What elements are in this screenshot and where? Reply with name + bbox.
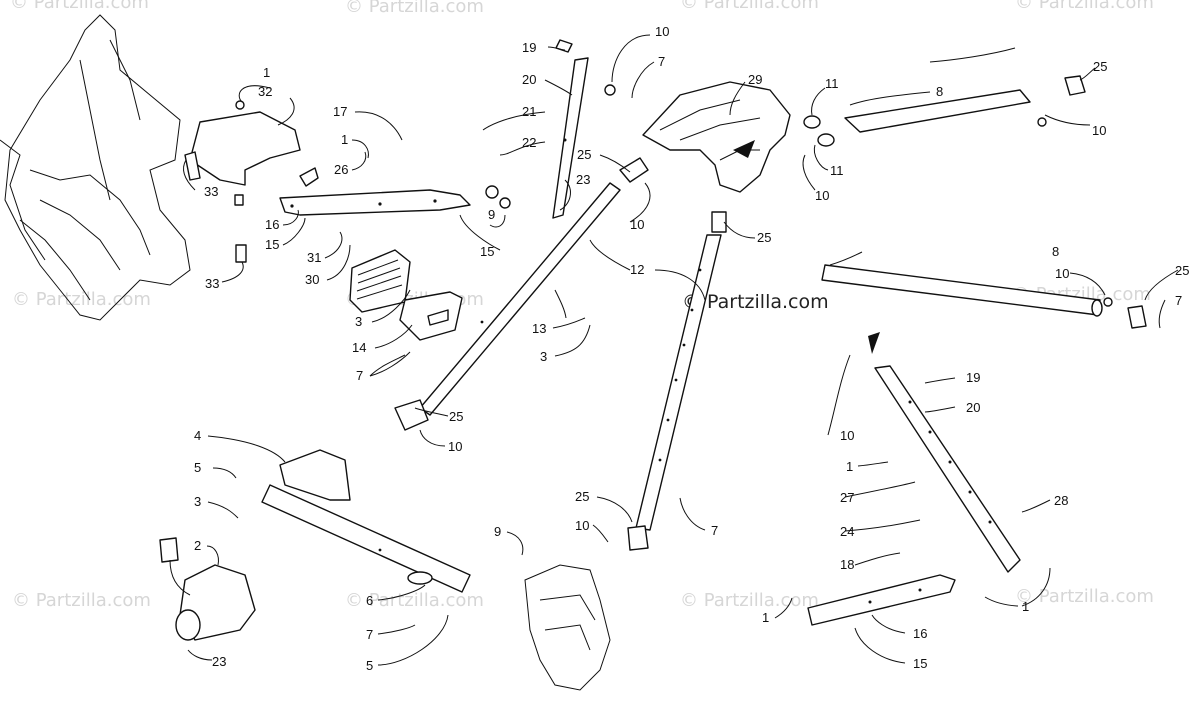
callout-number: 20 <box>966 400 980 415</box>
callout-number: 30 <box>305 272 319 287</box>
leader-lines <box>182 34 1179 666</box>
callout-number: 7 <box>711 523 718 538</box>
steering-column-main <box>627 211 727 551</box>
callout-number: 20 <box>522 72 536 87</box>
steering-column-tube <box>394 157 649 431</box>
callout-number: 3 <box>355 314 362 329</box>
callout-number: 10 <box>1092 123 1106 138</box>
callout-number: 3 <box>540 349 547 364</box>
watermark: © Partzilla.com <box>680 0 819 13</box>
watermark: © Partzilla.com <box>12 590 151 611</box>
watermark: © Partzilla.com <box>345 590 484 611</box>
callout-number: 22 <box>522 135 536 150</box>
callout-number: 3 <box>194 494 201 509</box>
callout-number: 10 <box>448 439 462 454</box>
callout-number: 19 <box>522 40 536 55</box>
lower-mount-bar <box>807 574 956 626</box>
pivot-housing <box>642 81 791 193</box>
callout-number: 29 <box>748 72 762 87</box>
fuse-block <box>349 249 463 341</box>
watermark: © Partzilla.com <box>1015 0 1154 13</box>
watermark: © Partzilla.com <box>345 0 484 17</box>
callout-number: 11 <box>825 76 839 91</box>
callout-number: 14 <box>352 340 366 355</box>
callout-number: 21 <box>522 104 536 119</box>
callout-number: 7 <box>1175 293 1182 308</box>
callout-number: 1 <box>263 65 270 80</box>
mount-bracket-upper <box>279 167 511 216</box>
callout-number: 12 <box>630 262 644 277</box>
callout-number: 23 <box>576 172 590 187</box>
callout-number: 9 <box>494 524 501 539</box>
callout-number: 5 <box>366 658 373 673</box>
eps-motor <box>159 537 256 641</box>
callout-number: 1 <box>1022 599 1029 614</box>
callout-number: 19 <box>966 370 980 385</box>
callout-number: 25 <box>1175 263 1189 278</box>
callout-number: 26 <box>334 162 348 177</box>
callout-number: 16 <box>265 217 279 232</box>
watermark: © Partzilla.com <box>12 289 151 310</box>
callout-number: 13 <box>532 321 546 336</box>
callout-number: 25 <box>575 489 589 504</box>
callout-number: 10 <box>575 518 589 533</box>
callout-number: 10 <box>655 24 669 39</box>
callout-number: 8 <box>936 84 943 99</box>
callout-number: 28 <box>1054 493 1068 508</box>
callout-number: 10 <box>1055 266 1069 281</box>
callout-number: 15 <box>265 237 279 252</box>
callout-number: 10 <box>840 428 854 443</box>
callout-number: 17 <box>333 104 347 119</box>
callout-number: 25 <box>1093 59 1107 74</box>
callout-number: 9 <box>488 207 495 222</box>
callout-number: 10 <box>815 188 829 203</box>
callout-labels: 1 32 33 33 17 1 26 16 15 9 15 31 30 3 14… <box>194 24 1189 673</box>
callout-number: 23 <box>212 654 226 669</box>
callout-number: 1 <box>762 610 769 625</box>
callout-number: 15 <box>480 244 494 259</box>
callout-number: 2 <box>194 538 201 553</box>
callout-number: 10 <box>630 217 644 232</box>
callout-number: 8 <box>1052 244 1059 259</box>
watermark: © Partzilla.com <box>10 0 149 13</box>
callout-number: 7 <box>658 54 665 69</box>
callout-number: 32 <box>258 84 272 99</box>
callout-number: 31 <box>307 250 321 265</box>
callout-number: 33 <box>204 184 218 199</box>
callout-number: 27 <box>840 490 854 505</box>
watermark: © Partzilla.com <box>1015 586 1154 607</box>
callout-number: 25 <box>757 230 771 245</box>
callout-number: 24 <box>840 524 854 539</box>
side-bracket-right <box>868 332 1021 573</box>
relay-bracket <box>184 100 301 263</box>
callout-number: 15 <box>913 656 927 671</box>
callout-number: 33 <box>205 276 219 291</box>
callout-number: 1 <box>846 459 853 474</box>
callout-number: 1 <box>341 132 348 147</box>
watermark-main: © Partzilla.com <box>682 291 829 313</box>
tie-rod-lower <box>821 264 1147 329</box>
callout-number: 6 <box>366 593 373 608</box>
watermark: © Partzilla.com <box>680 590 819 611</box>
callout-number: 16 <box>913 626 927 641</box>
callout-number: 7 <box>366 627 373 642</box>
frame-section-left <box>0 14 191 321</box>
tie-rod-upper <box>803 75 1086 147</box>
callout-number: 25 <box>449 409 463 424</box>
callout-number: 7 <box>356 368 363 383</box>
eps-bracket <box>261 449 471 593</box>
callout-number: 18 <box>840 557 854 572</box>
frame-section-bottom <box>524 564 611 691</box>
callout-number: 25 <box>577 147 591 162</box>
callout-number: 4 <box>194 428 201 443</box>
upper-mount-bar <box>552 39 616 219</box>
callout-number: 5 <box>194 460 201 475</box>
callout-number: 11 <box>830 163 844 178</box>
